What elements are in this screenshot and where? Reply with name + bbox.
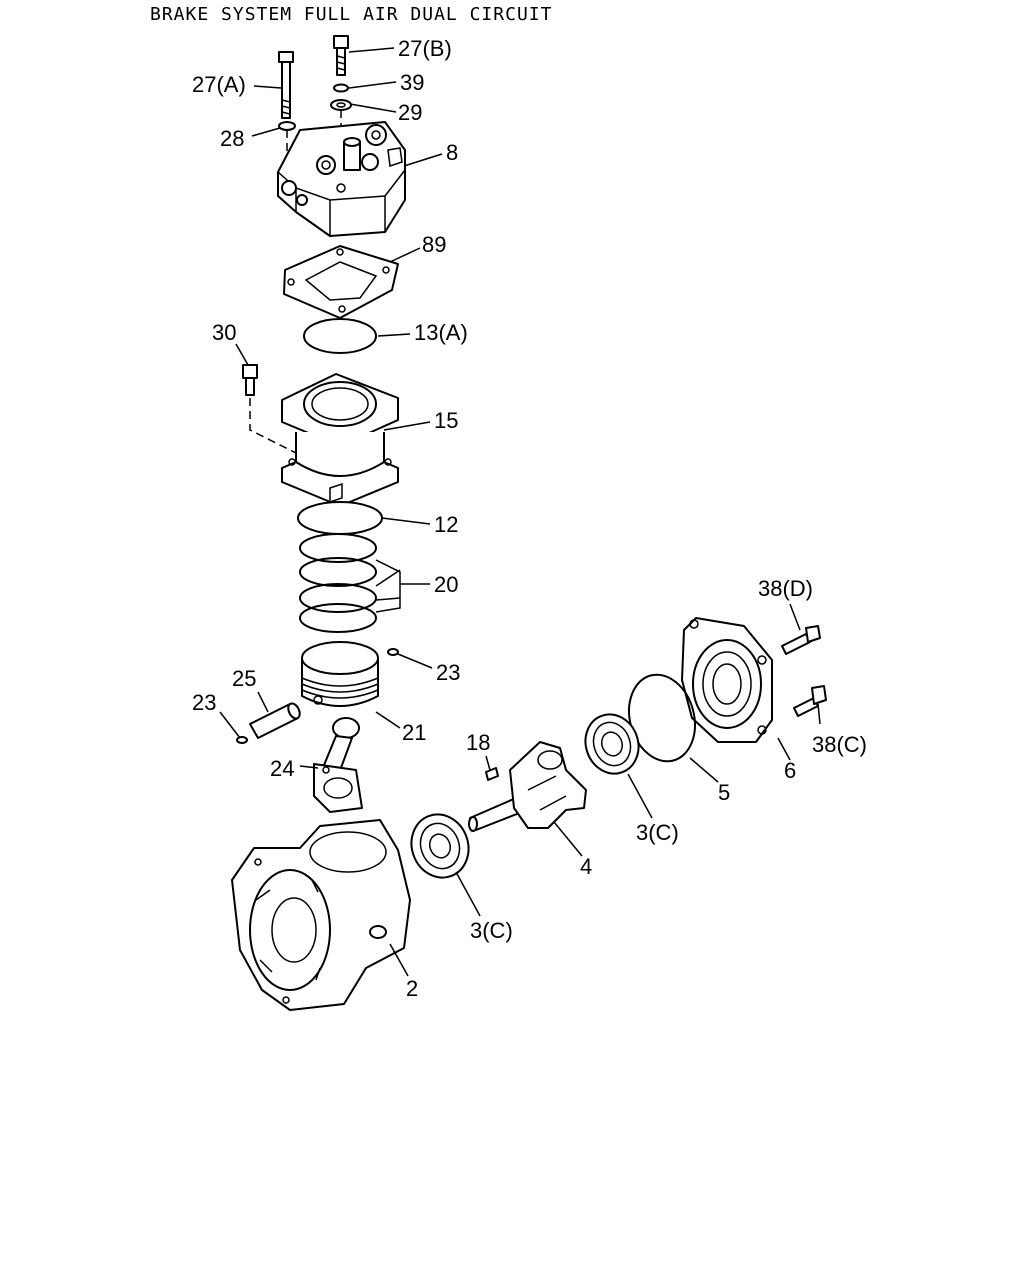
callout-27a: 27(A) bbox=[192, 72, 246, 97]
part-15-cylinder bbox=[281, 373, 399, 507]
part-21-piston bbox=[301, 641, 379, 707]
callout-89: 89 bbox=[422, 232, 446, 257]
leader-lines bbox=[219, 47, 821, 977]
part-27a-bolt bbox=[278, 51, 294, 119]
part-23-clip-right bbox=[387, 648, 399, 656]
callout-18: 18 bbox=[466, 730, 490, 755]
part-89-gasket bbox=[283, 245, 399, 319]
callout-21: 21 bbox=[402, 720, 426, 745]
part-3c-bearing-upper bbox=[584, 713, 640, 775]
callout-38d: 38(D) bbox=[758, 576, 813, 601]
part-28-washer bbox=[278, 121, 296, 131]
callout-27b: 27(B) bbox=[398, 36, 452, 61]
callout-2: 2 bbox=[406, 976, 418, 1001]
part-12-gasket bbox=[297, 501, 383, 535]
callout-30: 30 bbox=[212, 320, 236, 345]
callout-23-left: 23 bbox=[192, 690, 216, 715]
callout-labels: 27(B) 27(A) 39 29 28 8 89 30 13(A) 15 12… bbox=[192, 36, 867, 1001]
part-23-clip-left bbox=[236, 736, 248, 744]
callout-29: 29 bbox=[398, 100, 422, 125]
callout-39: 39 bbox=[400, 70, 424, 95]
part-29-washer bbox=[330, 99, 352, 111]
callout-24: 24 bbox=[270, 756, 294, 781]
part-13a-o-ring bbox=[303, 318, 377, 354]
callout-20: 20 bbox=[434, 572, 458, 597]
callout-13a: 13(A) bbox=[414, 320, 468, 345]
part-38c-bolt bbox=[793, 685, 827, 717]
callout-6: 6 bbox=[784, 758, 796, 783]
callout-4: 4 bbox=[580, 854, 592, 879]
part-4-crankshaft bbox=[468, 741, 587, 832]
callout-38c: 38(C) bbox=[812, 732, 867, 757]
callout-28: 28 bbox=[220, 126, 244, 151]
callout-25: 25 bbox=[232, 666, 256, 691]
callout-3c-upper: 3(C) bbox=[636, 820, 679, 845]
part-18-key bbox=[485, 767, 499, 781]
callout-23-right: 23 bbox=[436, 660, 460, 685]
callout-5: 5 bbox=[718, 780, 730, 805]
callout-8: 8 bbox=[446, 140, 458, 165]
part-30-bolt bbox=[242, 364, 258, 396]
part-8-cylinder-head bbox=[277, 121, 406, 237]
callout-3c-lower: 3(C) bbox=[470, 918, 513, 943]
part-6-end-cover bbox=[681, 617, 773, 743]
diagram-title: BRAKE SYSTEM FULL AIR DUAL CIRCUIT bbox=[150, 4, 553, 25]
callout-15: 15 bbox=[434, 408, 458, 433]
part-3c-bearing-lower bbox=[410, 813, 470, 879]
part-38d-bolt bbox=[781, 625, 821, 655]
part-25-piston-pin bbox=[249, 702, 301, 739]
part-20-piston-rings bbox=[299, 533, 377, 633]
callout-12: 12 bbox=[434, 512, 458, 537]
part-24-connecting-rod bbox=[313, 717, 363, 813]
part-2-crankcase bbox=[231, 819, 411, 1011]
part-39-ring bbox=[333, 83, 349, 93]
part-27b-bolt bbox=[333, 35, 349, 76]
